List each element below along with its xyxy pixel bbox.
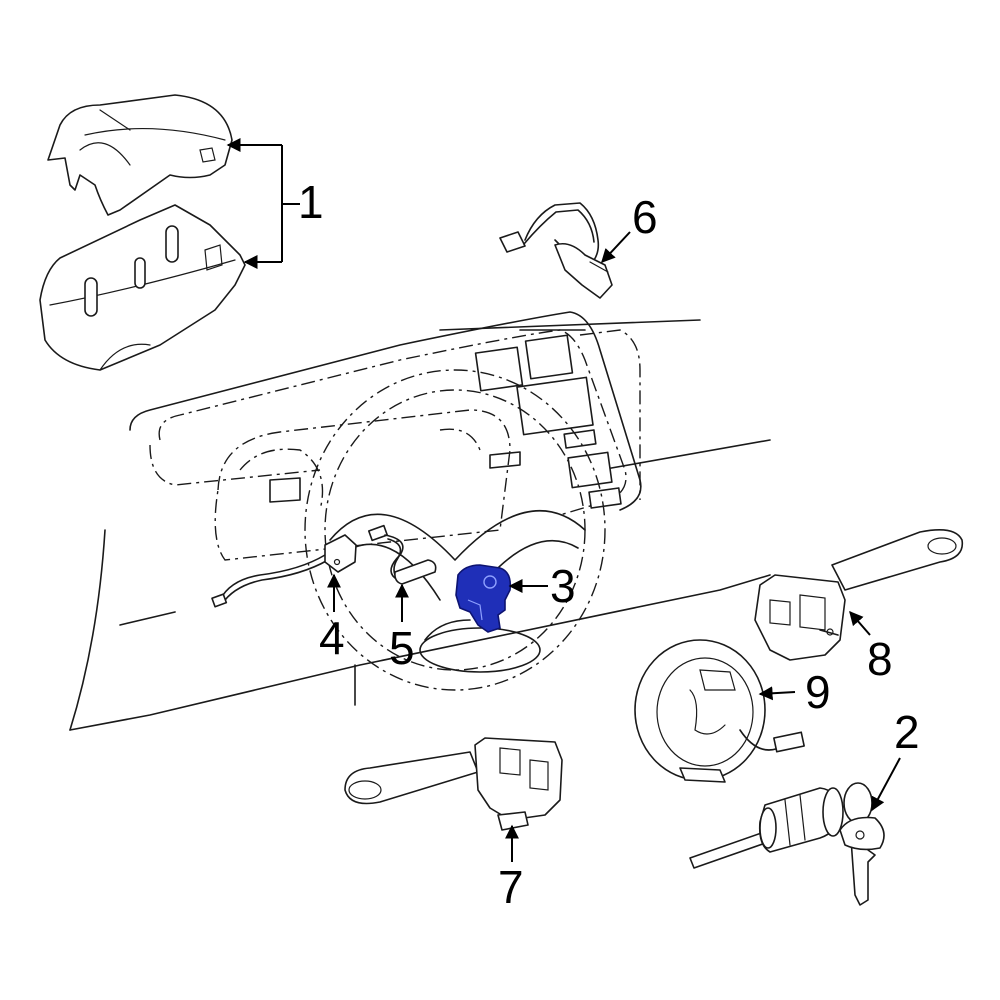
callout-arrows <box>226 138 901 862</box>
part-4-harness-connector <box>211 534 357 608</box>
part-6-cable-switch <box>499 202 613 299</box>
highlighted-part-detail <box>467 599 483 621</box>
callout-label-8: 8 <box>867 633 893 685</box>
part-2-ignition-lock-and-key <box>689 782 885 906</box>
callout-labels: 1 2 3 4 5 6 7 8 9 <box>298 176 920 913</box>
part-8-combination-switch-right <box>754 529 964 661</box>
part-9-clock-spring <box>634 639 805 783</box>
callout-label-5: 5 <box>389 622 415 674</box>
dashboard-outline <box>69 311 771 731</box>
callout-label-6: 6 <box>632 191 658 243</box>
part-5-sensor <box>367 524 437 585</box>
steering-wheel <box>304 369 606 691</box>
instrument-cluster <box>214 409 521 561</box>
highlighted-part-body <box>455 564 512 633</box>
part-7-combination-switch-left <box>344 737 563 831</box>
callout-label-1: 1 <box>298 176 324 228</box>
callout-label-2: 2 <box>894 706 920 758</box>
highlighted-part-keyhole <box>483 575 497 589</box>
callout-label-9: 9 <box>805 666 831 718</box>
callout-label-3: 3 <box>550 560 576 612</box>
part-1-column-cover <box>39 94 246 371</box>
callout-label-7: 7 <box>498 861 524 913</box>
callout-label-4: 4 <box>319 612 345 664</box>
part-3-highlighted-switch <box>455 564 512 633</box>
